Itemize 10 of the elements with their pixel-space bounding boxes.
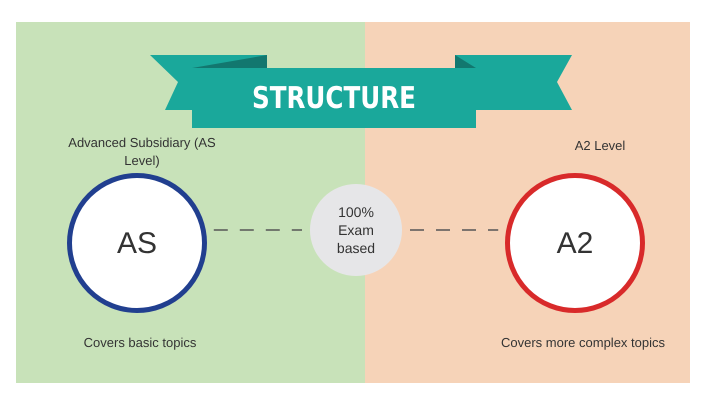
node-caption: Covers basic topics bbox=[82, 334, 198, 352]
dashed-connector bbox=[214, 229, 302, 231]
title: STRUCTURE bbox=[252, 80, 416, 116]
node-label: A2 bbox=[556, 226, 594, 262]
node-label: 100% Exam based bbox=[336, 202, 376, 258]
node-label: AS bbox=[116, 226, 158, 262]
node-caption: Advanced Subsidiary (AS Level) bbox=[67, 134, 217, 170]
node-caption: A2 Level bbox=[574, 137, 626, 155]
dashed-connector bbox=[410, 229, 498, 231]
node-caption: Covers more complex topics bbox=[500, 334, 666, 352]
